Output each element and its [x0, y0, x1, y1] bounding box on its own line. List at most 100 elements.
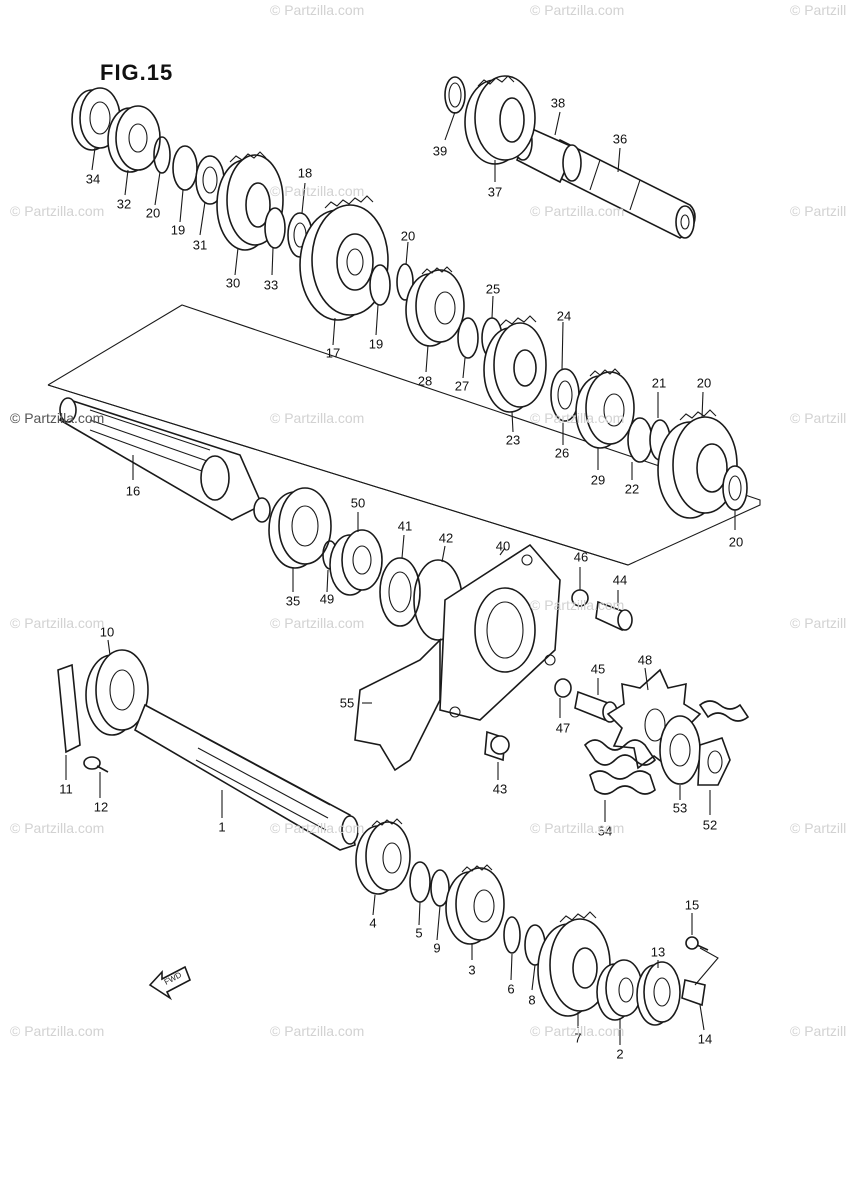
ref-12: 12	[93, 799, 109, 815]
bolt-15	[685, 936, 709, 951]
watermark: © Partzilla.com	[270, 410, 365, 426]
circlip-20-mid	[396, 263, 414, 301]
retainer-42	[439, 543, 561, 721]
ref-54: 54	[597, 823, 613, 839]
ref-30: 28	[417, 373, 433, 389]
gear-34	[107, 105, 161, 173]
washer-35	[264, 207, 286, 249]
ref-40: 38	[550, 95, 566, 111]
washer-19-upper	[172, 145, 198, 191]
ref-47: 45	[590, 661, 606, 677]
driveshaft-1	[134, 703, 359, 851]
ref-6: 6	[507, 981, 515, 997]
bearing-13	[636, 961, 681, 1026]
washer-48-lower	[554, 678, 572, 698]
ref-41: 39	[432, 143, 448, 159]
screw-12	[83, 756, 109, 773]
ref-4: 4	[369, 915, 377, 931]
watermark: © Partzilla.com	[530, 2, 625, 18]
ref-1: 1	[218, 819, 226, 835]
ref-18: 18	[297, 165, 313, 181]
ref-38: 36	[612, 131, 628, 147]
ref-2: 2	[616, 1046, 624, 1062]
watermark: © Partzilla.com	[10, 410, 105, 426]
watermark: © Partzilla.com	[790, 203, 846, 219]
washer-19-mid	[369, 264, 391, 306]
watermark: © Partzilla.com	[10, 1023, 105, 1039]
ref-13: 13	[650, 944, 666, 960]
leader-lines	[65, 111, 736, 1045]
nut-52	[697, 737, 731, 786]
watermark: © Partzilla.com	[530, 597, 625, 613]
watermark: © Partzilla.com	[790, 410, 846, 426]
ref-20-mid: 20	[400, 228, 416, 244]
watermark: © Partzilla.com	[530, 203, 625, 219]
ref-26: 24	[556, 308, 572, 324]
ref-35: 33	[263, 277, 279, 293]
watermark: © Partzilla.com	[270, 820, 365, 836]
ref-44: 42	[438, 530, 454, 546]
ref-19-mid: 19	[368, 336, 384, 352]
gear-30	[405, 266, 465, 347]
ref-39: 37	[487, 184, 503, 200]
ref-31: 29	[590, 472, 606, 488]
ref-17: 17	[325, 345, 341, 361]
washer-29	[457, 317, 479, 359]
ref-5: 5	[415, 925, 423, 941]
ref-37: 35	[285, 593, 301, 609]
ref-28: 26	[554, 445, 570, 461]
ref-16: 16	[125, 483, 141, 499]
circlip-6	[503, 916, 521, 954]
gear-3	[445, 864, 505, 945]
ref-27: 25	[485, 281, 501, 297]
ref-21: 20	[696, 375, 712, 391]
ref-48-upper: 46	[573, 549, 589, 565]
ref-20-upper: 20	[145, 205, 161, 221]
gear-39	[464, 75, 536, 165]
watermark: © Partzilla.com	[270, 2, 365, 18]
ref-49: 48	[637, 652, 653, 668]
washer-5	[409, 861, 431, 903]
fwd-arrow-icon	[148, 965, 192, 1001]
ref-25: 23	[505, 432, 521, 448]
ref-11: 11	[59, 781, 73, 797]
ref-23: 21	[651, 375, 667, 391]
ref-29: 27	[454, 378, 470, 394]
ref-42: 40	[495, 538, 511, 554]
ref-43: 41	[397, 518, 413, 534]
washer-41	[444, 76, 466, 114]
ref-33: 31	[192, 237, 208, 253]
countershaft-38	[546, 138, 696, 239]
ref-45: 43	[492, 781, 508, 797]
gear-4	[355, 818, 411, 895]
ref-14: 14	[697, 1031, 713, 1047]
ref-34: 32	[116, 196, 132, 212]
gear-2	[596, 959, 643, 1021]
ref-55: 55	[339, 695, 355, 711]
ref-10: 10	[99, 624, 115, 640]
ref-15: 15	[684, 897, 700, 913]
watermark: © Partzilla.com	[270, 183, 365, 199]
gear-21	[657, 409, 738, 519]
ref-22: 20	[728, 534, 744, 550]
assembly-frame-edge	[47, 384, 629, 566]
countershaft-16	[58, 397, 271, 523]
circlip-20-upper	[153, 136, 171, 174]
ref-24: 22	[624, 481, 640, 497]
ref-8: 8	[528, 992, 536, 1008]
ref-32: 30	[225, 275, 241, 291]
pin-14	[681, 979, 706, 1007]
washer-53	[659, 715, 701, 785]
bearing-51	[329, 529, 383, 596]
bearing-10	[85, 649, 149, 736]
ref-9: 9	[433, 940, 441, 956]
watermark: © Partzilla.com	[790, 615, 846, 631]
watermark: © Partzilla.com	[10, 203, 105, 219]
bolt-45	[484, 730, 510, 762]
ref-7: 7	[574, 1030, 582, 1046]
bolt-46	[595, 600, 633, 632]
ref-19-upper: 19	[170, 222, 186, 238]
watermark: © Partzilla.com	[10, 820, 105, 836]
